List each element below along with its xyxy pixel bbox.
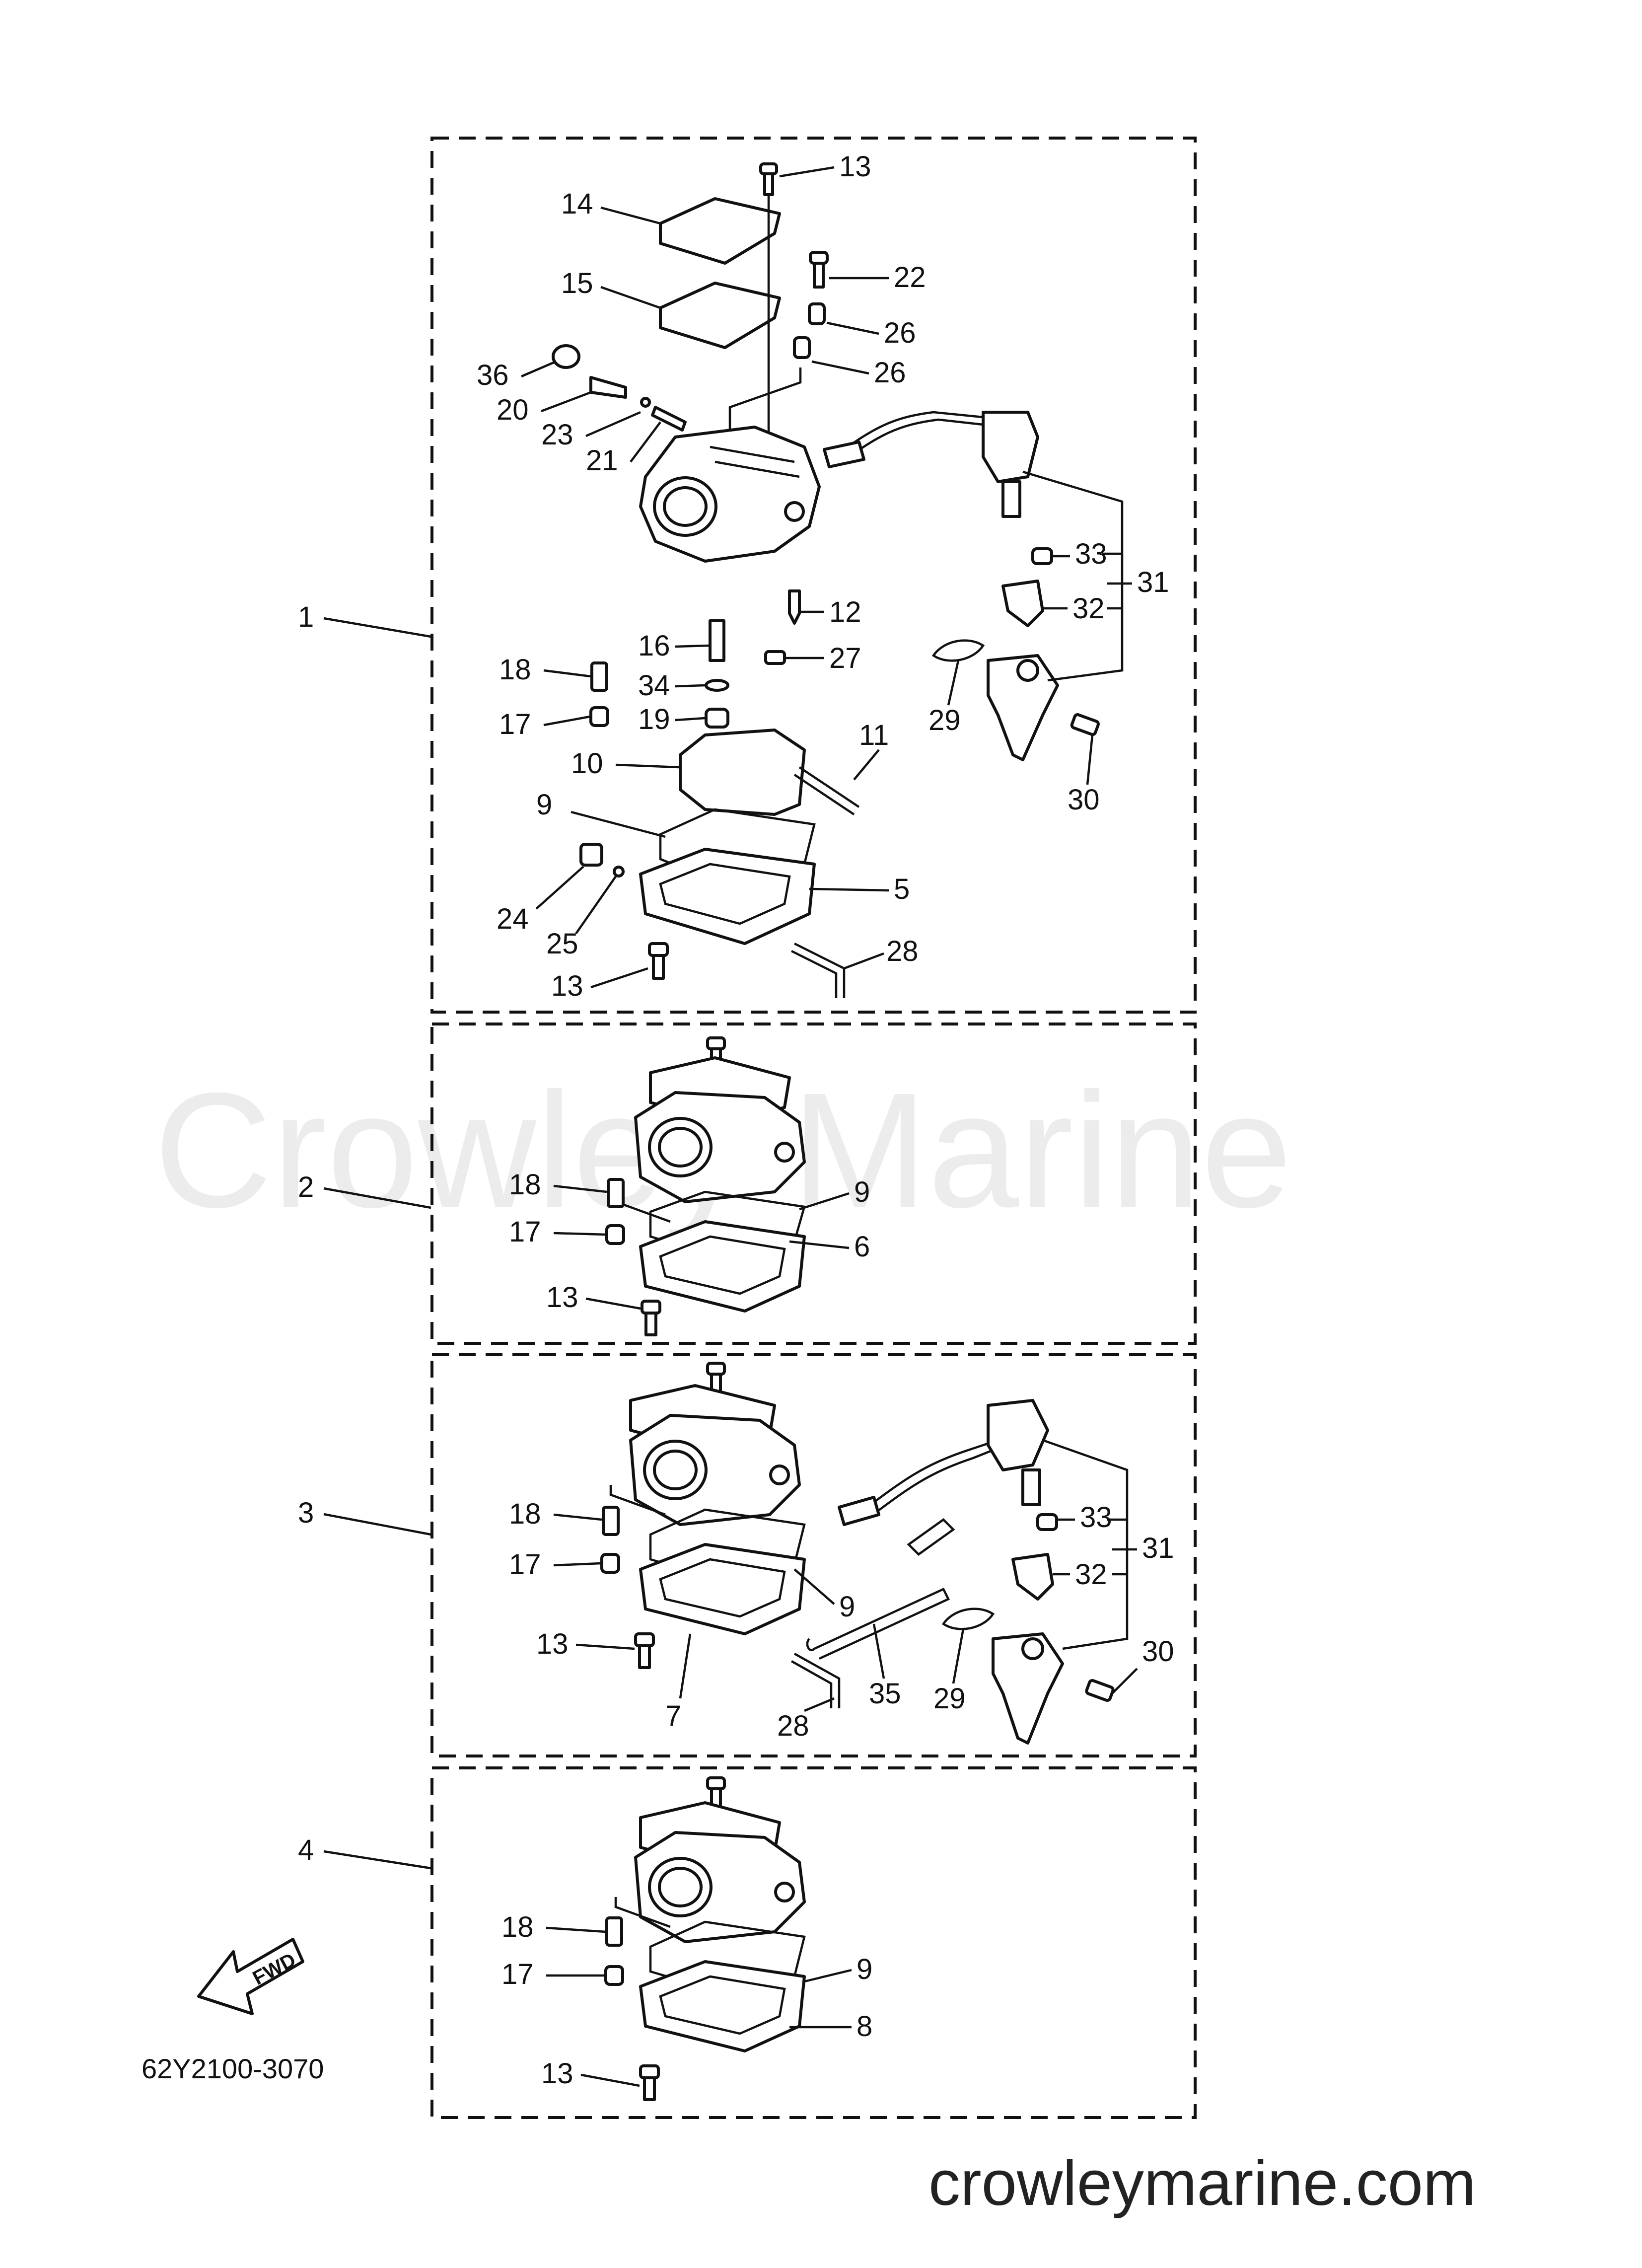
svg-text:18: 18 <box>509 1169 541 1201</box>
svg-text:4: 4 <box>298 1834 314 1866</box>
svg-text:20: 20 <box>497 394 529 426</box>
group-1-parts <box>552 162 1100 998</box>
svg-text:28: 28 <box>886 935 919 967</box>
svg-text:30: 30 <box>1068 784 1100 816</box>
svg-text:33: 33 <box>1075 538 1107 570</box>
group-frame-3 <box>430 1353 1197 1757</box>
svg-text:13: 13 <box>839 150 871 183</box>
group-1-labels: 13 14 15 22 26 26 36 20 23 21 33 31 32 1… <box>477 150 1169 1002</box>
svg-text:26: 26 <box>884 317 916 349</box>
svg-text:7: 7 <box>665 1700 681 1732</box>
svg-text:11: 11 <box>859 719 889 751</box>
svg-text:18: 18 <box>499 654 531 686</box>
svg-text:10: 10 <box>571 747 603 780</box>
svg-text:26: 26 <box>874 357 906 389</box>
group-2-labels: 18 9 17 6 13 <box>509 1169 870 1314</box>
svg-text:9: 9 <box>857 1953 872 1985</box>
group-4-parts <box>604 1776 806 2101</box>
svg-text:18: 18 <box>501 1911 534 1943</box>
svg-text:13: 13 <box>551 970 583 1002</box>
svg-text:30: 30 <box>1142 1635 1174 1668</box>
svg-text:9: 9 <box>839 1591 855 1623</box>
svg-text:12: 12 <box>829 596 861 628</box>
svg-text:22: 22 <box>894 261 926 293</box>
svg-text:9: 9 <box>854 1176 870 1208</box>
svg-text:36: 36 <box>477 359 509 391</box>
svg-text:29: 29 <box>928 704 961 736</box>
svg-text:13: 13 <box>541 2057 573 2090</box>
svg-text:35: 35 <box>869 1678 901 1710</box>
svg-text:23: 23 <box>541 419 573 451</box>
svg-text:5: 5 <box>894 873 910 905</box>
svg-text:27: 27 <box>829 642 861 674</box>
group-callout-2: 2 <box>298 1171 431 1209</box>
svg-text:17: 17 <box>509 1216 541 1248</box>
svg-text:34: 34 <box>638 669 670 702</box>
svg-text:3: 3 <box>298 1497 314 1529</box>
svg-text:16: 16 <box>638 630 670 662</box>
svg-text:13: 13 <box>546 1281 578 1314</box>
group-3-labels: 33 31 18 32 17 9 13 30 35 29 7 28 <box>509 1439 1174 1742</box>
svg-text:13: 13 <box>536 1628 569 1660</box>
svg-text:33: 33 <box>1080 1501 1112 1534</box>
svg-text:32: 32 <box>1075 1558 1107 1591</box>
group-callout-3: 3 <box>298 1497 431 1536</box>
svg-text:6: 6 <box>854 1231 870 1263</box>
group-frame-2 <box>430 1023 1197 1345</box>
svg-text:24: 24 <box>497 903 529 935</box>
fwd-arrow-icon: FWD <box>197 1938 304 2015</box>
group-4-labels: 18 9 17 8 13 <box>501 1911 872 2090</box>
svg-text:17: 17 <box>499 708 531 740</box>
svg-text:8: 8 <box>857 2010 872 2043</box>
group-frame-4 <box>430 1766 1197 2119</box>
svg-text:31: 31 <box>1137 566 1169 598</box>
svg-text:1: 1 <box>298 601 314 633</box>
group-callout-1: 1 <box>298 601 431 638</box>
svg-text:17: 17 <box>501 1958 534 1990</box>
svg-text:18: 18 <box>509 1498 541 1530</box>
svg-text:29: 29 <box>933 1683 966 1715</box>
group-frame-1 <box>430 137 1197 1014</box>
group-callout-4: 4 <box>298 1834 431 1870</box>
svg-text:21: 21 <box>586 444 618 477</box>
svg-text:17: 17 <box>509 1548 541 1581</box>
svg-text:2: 2 <box>298 1171 314 1203</box>
website-url: crowleymarine.com <box>928 2148 1476 2219</box>
diagram-code: 62Y2100-3070 <box>142 2053 324 2084</box>
svg-text:15: 15 <box>561 267 593 299</box>
svg-text:25: 25 <box>546 928 578 960</box>
svg-text:31: 31 <box>1142 1532 1174 1564</box>
svg-text:19: 19 <box>638 703 670 735</box>
svg-text:14: 14 <box>561 188 593 220</box>
svg-text:32: 32 <box>1072 592 1105 625</box>
svg-text:28: 28 <box>777 1710 809 1742</box>
svg-text:9: 9 <box>536 789 552 821</box>
group-3-parts <box>600 1362 1115 1745</box>
group-2-parts <box>605 1036 806 1336</box>
